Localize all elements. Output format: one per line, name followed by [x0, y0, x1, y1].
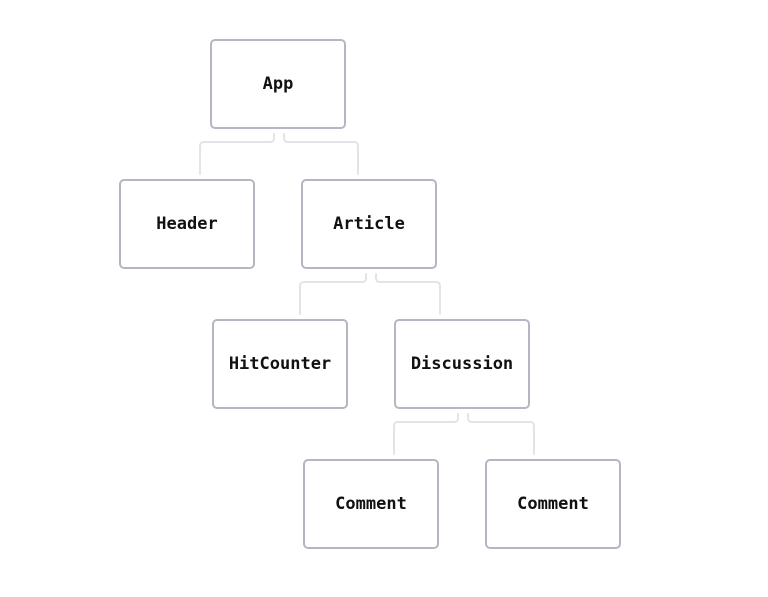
connector-discussion-comment-1: [393, 413, 459, 455]
node-label-hitcounter: HitCounter: [228, 354, 332, 374]
connector-discussion-comment-2: [467, 413, 535, 455]
node-app: App: [210, 39, 346, 129]
connector-app-article: [283, 133, 359, 175]
node-label-app: App: [262, 74, 294, 94]
node-hitcounter: HitCounter: [212, 319, 348, 409]
connector-app-header: [199, 133, 275, 175]
connector-article-discussion: [375, 273, 441, 315]
node-header: Header: [119, 179, 255, 269]
node-article: Article: [301, 179, 437, 269]
node-comment-2: Comment: [485, 459, 621, 549]
node-label-comment-2: Comment: [517, 494, 589, 514]
connector-article-hitcounter: [299, 273, 367, 315]
node-label-article: Article: [333, 214, 405, 234]
node-label-discussion: Discussion: [410, 354, 514, 374]
node-label-comment-1: Comment: [335, 494, 407, 514]
node-discussion: Discussion: [394, 319, 530, 409]
node-comment-1: Comment: [303, 459, 439, 549]
node-label-header: Header: [156, 214, 218, 234]
